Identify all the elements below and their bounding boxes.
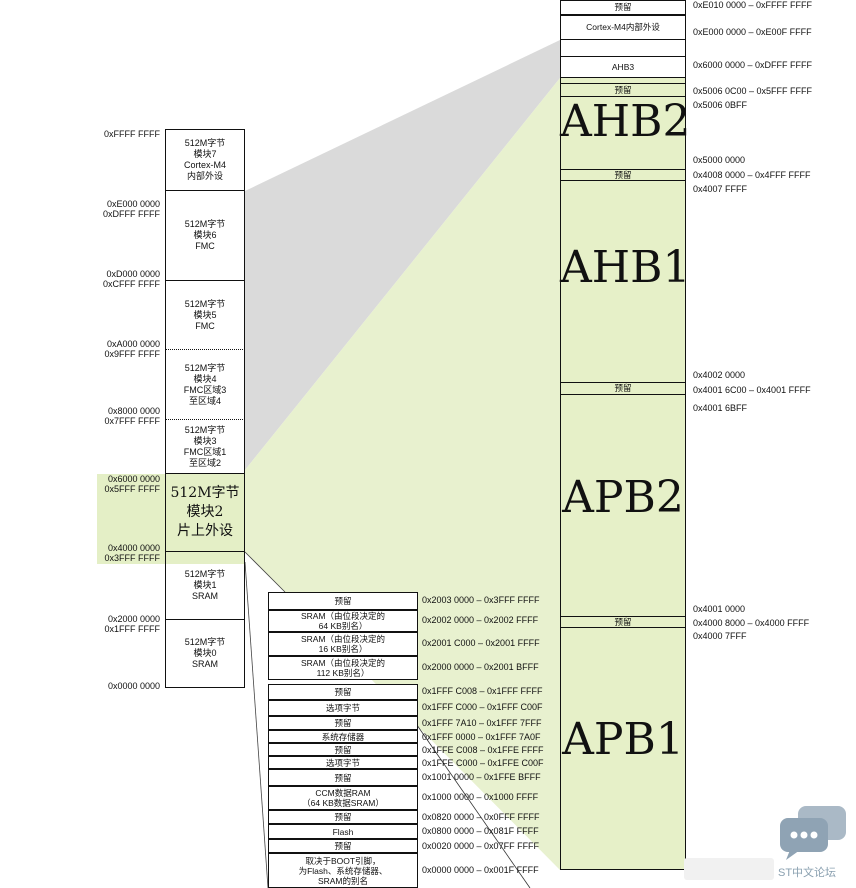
sram-row-address: 0x1FFE C000 – 0x1FFE C00F (422, 758, 544, 768)
sram-row-label: 预留 (268, 839, 418, 853)
sram-connector-top (244, 551, 286, 593)
sram-row-label: SRAM（由位段决定的 112 KB别名） (268, 656, 418, 680)
right-address: 0x6000 0000 – 0xDFFF FFFF (693, 60, 813, 70)
right-address: 0x4001 0000 (693, 604, 746, 614)
sram-row-address: 0x2003 0000 – 0x3FFF FFFF (422, 595, 540, 605)
left-address: 0x8000 0000 (107, 406, 160, 416)
sram-row-label: 预留 (268, 716, 418, 730)
sram-row-label: 取决于BOOT引脚， 为Flash、系统存储器、 SRAM的别名 (268, 853, 418, 888)
bus-label-apb2: APB2 (562, 472, 684, 523)
sram-row-label: CCM数据RAM （64 KB数据SRAM） (268, 786, 418, 810)
sram-row-address: 0x2002 0000 – 0x2002 FFFF (422, 615, 539, 625)
peripheral-column-fill (560, 78, 686, 870)
cortex-funnel (245, 40, 560, 470)
sram-row-address: 0x1FFF 0000 – 0x1FFF 7A0F (422, 732, 541, 742)
peripheral-funnel (245, 78, 560, 870)
right-address: 0x4002 0000 (693, 370, 746, 380)
right-address: 0x5000 0000 (693, 155, 746, 165)
sram-row-address: 0x1FFF C008 – 0x1FFF FFFF (422, 686, 543, 696)
right-address: 0x4008 0000 – 0x4FFF FFFF (693, 170, 811, 180)
right-address: 0x5006 0C00 – 0x5FFF FFFF (693, 86, 813, 96)
forum-logo-icon (780, 806, 846, 860)
left-address: 0xCFFF FFFF (103, 279, 160, 289)
left-address: 0xFFFF FFFF (104, 129, 160, 139)
right-address: 0xE010 0000 – 0xFFFF FFFF (693, 0, 813, 10)
left-address: 0x3FFF FFFF (104, 553, 161, 563)
sram-row-label: 预留 (268, 743, 418, 756)
left-address: 0xA000 0000 (106, 339, 160, 349)
sram-row-label: 预留 (268, 592, 418, 610)
left-address: 0x0000 0000 (107, 681, 160, 691)
sram-row-label: 系统存储器 (268, 730, 418, 743)
blurred-text (684, 858, 774, 880)
sram-row-address: 0x0020 0000 – 0x07FF FFFF (422, 841, 540, 851)
sram-row-label: 预留 (268, 684, 418, 700)
left-block-b5: 512M字节 模块5 FMC (165, 281, 245, 350)
left-address: 0xDFFF FFFF (103, 209, 160, 219)
bus-label-apb1: APB1 (562, 714, 684, 765)
sram-row-label: SRAM（由位段决定的 16 KB别名） (268, 632, 418, 656)
left-block-b2: 512M字节 模块2 片上外设 (165, 474, 245, 552)
left-address: 0x5FFF FFFF (104, 484, 161, 494)
right-address: 0x4000 8000 – 0x4000 FFFF (693, 618, 810, 628)
left-block-b1: 512M字节 模块1 SRAM (165, 552, 245, 620)
sram-row-address: 0x0000 0000 – 0x001F FFFF (422, 864, 539, 875)
right-address: 0x4001 6BFF (693, 403, 748, 413)
left-block-b3: 512M字节 模块3 FMC区域1 至区域2 (165, 420, 245, 474)
right-cell-r1: Cortex-M4内部外设 (560, 15, 686, 40)
sram-row-address: 0x2000 0000 – 0x2001 BFFF (422, 662, 539, 672)
sram-row-address: 0x1FFF 7A10 – 0x1FFF 7FFF (422, 718, 542, 728)
sram-row-label: 选项字节 (268, 756, 418, 769)
left-address: 0xE000 0000 (106, 199, 160, 209)
right-address: 0x4007 FFFF (693, 184, 748, 194)
watermark-text: ST中文论坛 (778, 867, 837, 879)
left-address: 0x7FFF FFFF (104, 416, 161, 426)
right-address: 0x4001 6C00 – 0x4001 FFFF (693, 385, 811, 395)
bus-label-ahb1: AHB1 (560, 242, 691, 293)
sram-row-label: SRAM（由位段决定的 64 KB别名） (268, 610, 418, 632)
sram-connector-bottom (244, 561, 269, 888)
sram-diagonal (409, 714, 531, 888)
left-address: 0x4000 0000 (107, 543, 160, 553)
peripheral-column-outline (560, 0, 686, 870)
left-block-b7: 512M字节 模块7 Cortex-M4 内部外设 (165, 129, 245, 191)
sram-row-label: 预留 (268, 769, 418, 786)
right-address: 0x5006 0BFF (693, 100, 748, 110)
sram-row-label: Flash (268, 824, 418, 839)
sram-row-address: 0x0800 0000 – 0x081F FFFF (422, 826, 539, 836)
left-block-b6: 512M字节 模块6 FMC (165, 191, 245, 281)
left-address: 0x9FFF FFFF (104, 349, 161, 359)
left-block-b0: 512M字节 模块0 SRAM (165, 620, 245, 688)
sram-row-address: 0x1FFF C000 – 0x1FFF C00F (422, 702, 543, 712)
sram-row-label: 选项字节 (268, 700, 418, 716)
left-address: 0xD000 0000 (106, 269, 160, 279)
sram-row-label: 预留 (268, 810, 418, 824)
left-address: 0x6000 0000 (107, 474, 160, 484)
sram-row-address: 0x2001 C000 – 0x2001 FFFF (422, 638, 540, 648)
right-address: 0x4000 7FFF (693, 631, 747, 641)
bus-label-ahb2: AHB2 (560, 96, 691, 147)
left-address: 0x2000 0000 (107, 614, 160, 624)
left-block-b4: 512M字节 模块4 FMC区域3 至区域4 (165, 350, 245, 420)
left-address: 0x1FFF FFFF (104, 624, 161, 634)
sram-row-address: 0x1001 0000 – 0x1FFE BFFF (422, 771, 541, 782)
sram-row-address: 0x1FFE C008 – 0x1FFE FFFF (422, 745, 544, 755)
right-address: 0xE000 0000 – 0xE00F FFFF (693, 27, 812, 37)
sram-row-address: 0x1000 0000 – 0x1000 FFFF (422, 792, 539, 802)
sram-row-address: 0x0820 0000 – 0x0FFF FFFF (422, 812, 540, 822)
